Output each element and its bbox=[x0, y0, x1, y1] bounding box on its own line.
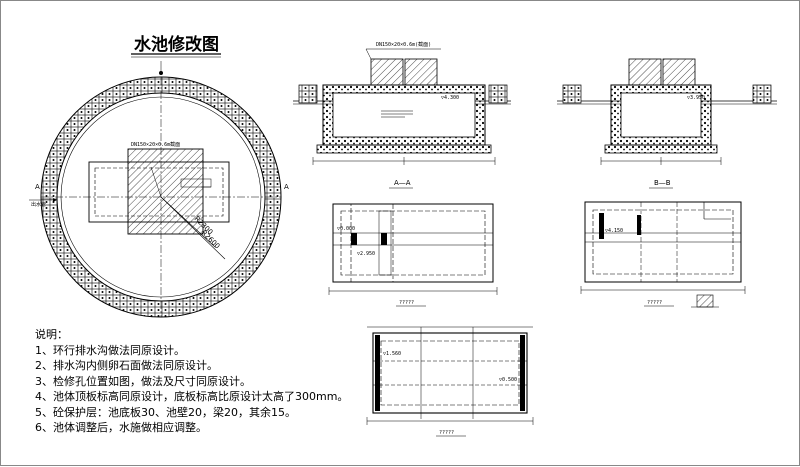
plan-label-right: ????? bbox=[647, 300, 662, 306]
note-item: 3、检修孔位置如图，做法及尺寸同原设计。 bbox=[35, 374, 251, 388]
note-item: 6、池体调整后，水施做相应调整。 bbox=[35, 421, 207, 434]
section-marker-left: A bbox=[35, 183, 40, 191]
elev-label-6: ▽1.560 bbox=[383, 351, 401, 357]
elev-label-3: ▽0.000 bbox=[337, 226, 355, 232]
pipe-label-top: DN150×20×0.6m(截面) bbox=[376, 41, 431, 48]
notes-heading: 说明： bbox=[35, 328, 68, 341]
flow-arrowhead bbox=[53, 198, 57, 202]
elev-label-2: ▽3.950 bbox=[687, 95, 705, 101]
note-item: 2、排水沟内侧卵石面做法同原设计。 bbox=[35, 359, 218, 372]
note-item: 1、环行排水沟做法同原设计。 bbox=[35, 343, 185, 357]
circular-tank-plan bbox=[40, 76, 282, 318]
elev-label-1: ▽4.300 bbox=[441, 95, 459, 101]
elev-label-4: ▽2.950 bbox=[357, 251, 375, 257]
drawing-title: 水池修改图 bbox=[134, 34, 219, 55]
note-item: 5、砼保护层：池底板30、池壁20，梁20，其余15。 bbox=[35, 405, 296, 419]
section-a-a bbox=[293, 48, 511, 165]
pipe-label-circle: DN150×20×0.6m截面 bbox=[131, 141, 180, 148]
flow-label: 出水管 bbox=[31, 201, 46, 208]
design-notes: 说明： 1、环行排水沟做法同原设计。 2、排水沟内侧卵石面做法同原设计。 3、检… bbox=[35, 327, 375, 436]
elev-label-7: ▽0.500 bbox=[499, 377, 517, 383]
tank-plan-right bbox=[580, 201, 746, 308]
elev-label-5: ▽4.150 bbox=[605, 228, 623, 234]
tank-plan-bottom bbox=[366, 326, 534, 425]
section-aa-label: A—A bbox=[394, 179, 411, 187]
tank-plan-middle bbox=[328, 203, 498, 295]
section-marker-right: A bbox=[284, 183, 289, 191]
section-b-b bbox=[557, 58, 777, 165]
note-item: 4、池体顶板标高同原设计，底板标高比原设计太高了300mm。 bbox=[35, 390, 349, 403]
plan-label-bottom: ????? bbox=[439, 430, 454, 436]
section-bb-label: B—B bbox=[654, 179, 671, 187]
plan-label-mid: ????? bbox=[399, 300, 414, 306]
